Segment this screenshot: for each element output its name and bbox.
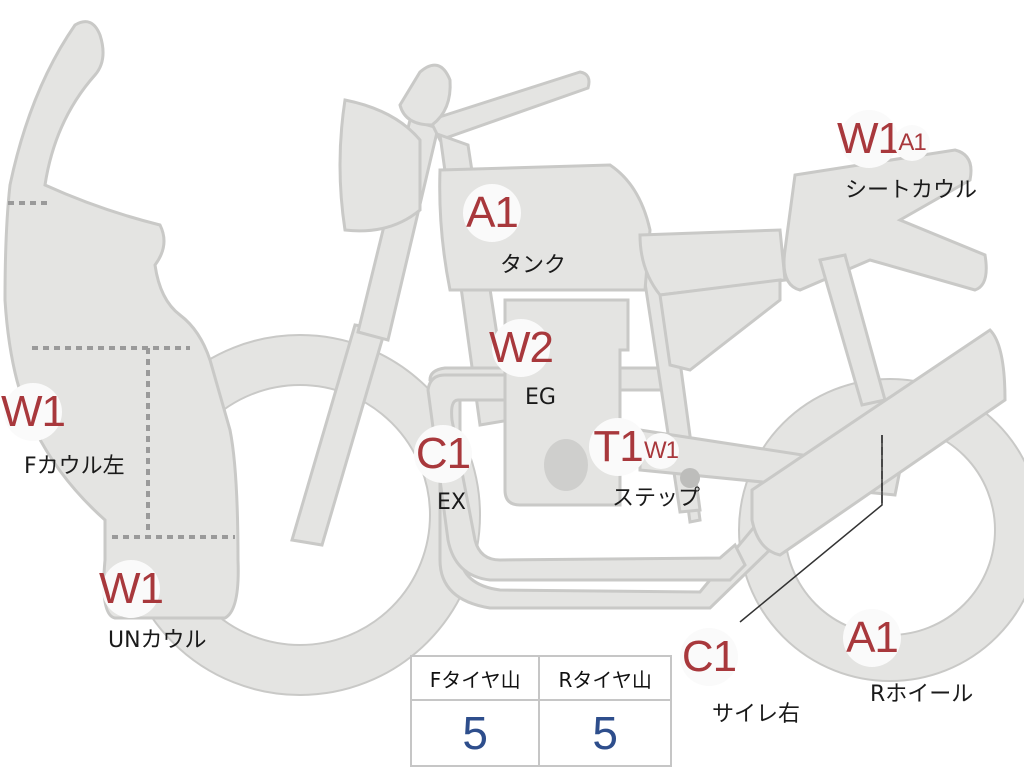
- label-tank: タンク: [500, 253, 567, 278]
- front-cowl: [3, 20, 240, 620]
- badge-exhaust: C1: [414, 425, 472, 483]
- header-rear-tire: Rタイヤ山: [538, 655, 672, 701]
- muffler: [750, 328, 1007, 557]
- label-exhaust: EX: [437, 490, 466, 515]
- badge-rear-wheel: A1: [843, 609, 901, 667]
- tire-tread-table: Fタイヤ山 Rタイヤ山 5 5: [409, 655, 672, 767]
- value-front-tire: 5: [409, 699, 541, 767]
- label-seat-cowl: シートカウル: [845, 178, 978, 203]
- seat-cowl: [782, 148, 988, 292]
- value-rear-tire: 5: [538, 699, 672, 767]
- badge-step-secondary: W1: [643, 433, 679, 469]
- badge-seat-cowl-secondary: A1: [894, 125, 930, 161]
- badge-seat-cowl: W1: [837, 110, 902, 168]
- label-rear-wheel: Rホイール: [870, 682, 974, 707]
- table-row: 5 5: [409, 699, 672, 767]
- label-engine: EG: [525, 385, 556, 410]
- header-front-tire: Fタイヤ山: [409, 655, 541, 701]
- badge-tank: A1: [463, 184, 521, 242]
- label-f-cowl-left: Fカウル左: [24, 454, 125, 479]
- badge-step: T1: [589, 418, 647, 476]
- badge-muffler-right: C1: [680, 628, 738, 686]
- label-muffler-right: サイレ右: [712, 702, 801, 727]
- exhaust-pipe: [426, 373, 747, 582]
- label-step: ステップ: [612, 486, 701, 511]
- headlight: [338, 98, 422, 233]
- badge-engine: W2: [489, 319, 554, 377]
- handlebar: [427, 70, 591, 142]
- badge-under-cowl: W1: [99, 560, 164, 618]
- label-under-cowl: UNカウル: [108, 628, 207, 653]
- badge-f-cowl-left: W1: [1, 383, 66, 441]
- table-header-row: Fタイヤ山 Rタイヤ山: [409, 655, 672, 701]
